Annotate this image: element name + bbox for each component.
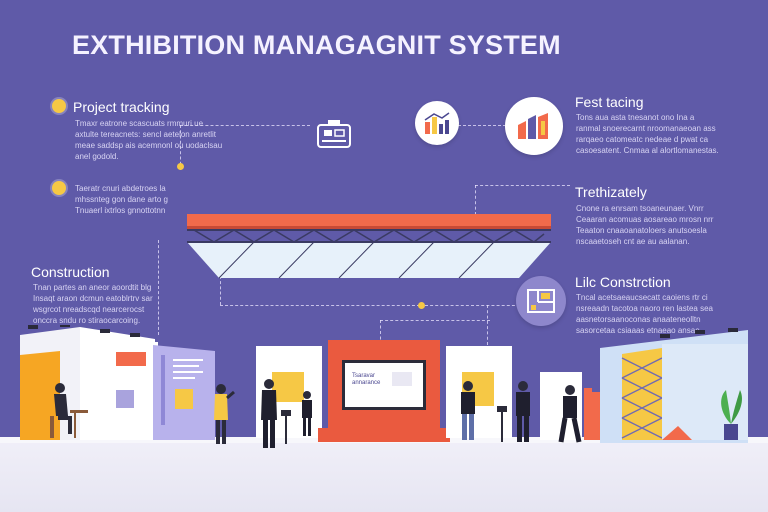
connector-line <box>458 125 506 126</box>
connector-line <box>475 185 570 186</box>
connector-line <box>180 125 181 170</box>
connector-line <box>425 305 520 306</box>
page-title: EXTHIBITION MANAGAGNIT SYSTEM <box>72 30 561 60</box>
man-walking-center <box>461 381 475 440</box>
fest-tracing-label: Fest tacing <box>575 94 644 110</box>
connector-line <box>380 320 490 321</box>
connector-line <box>475 185 476 215</box>
bar-chart-icon <box>415 101 459 145</box>
lilc-construction-label: Lilc Constrction <box>575 274 671 290</box>
connector-line <box>380 320 381 345</box>
construction-text: Tnan partes an aneor aoordtit blg Insaqt… <box>33 283 153 325</box>
connector-line <box>220 305 420 306</box>
stage-screen-text: Tsaravar annarance <box>352 373 381 386</box>
man-walking-right <box>558 385 582 443</box>
project-tracking-label: Project tracking <box>73 99 170 115</box>
right-booth <box>600 328 748 443</box>
fest-tracing-text: Tons aua asta tnesanot ono Ina a ranmal … <box>576 113 719 155</box>
connector-line <box>220 255 221 305</box>
display-panel-left <box>110 342 158 430</box>
main-stage-booth <box>318 340 450 442</box>
truss-canopy <box>187 214 551 279</box>
trethizately-text: Cnone ra enrsam tsoaneunaer. Vnrr Ceaara… <box>576 204 714 246</box>
connector-line <box>180 125 310 126</box>
purple-display-panel <box>153 345 215 440</box>
floorplan-icon <box>516 276 566 326</box>
connector-dot <box>418 302 425 309</box>
man-standing-right <box>516 381 530 442</box>
trethizately-label: Trethizately <box>575 184 647 200</box>
info-stand <box>281 410 291 444</box>
floor <box>0 440 768 512</box>
man-visitor-left <box>261 379 277 448</box>
center-right-booth <box>446 346 512 438</box>
lilc-construction-text: Tncal acetsaeaucsecatt caoiens rtr ci ns… <box>576 293 713 335</box>
project-tracking-text: Tmaxr eatrone scascuats rmmuri ue axtult… <box>75 119 223 161</box>
seated-person <box>50 383 88 438</box>
connector-dot <box>177 163 184 170</box>
project-tracking-dot <box>52 99 66 113</box>
connector-line <box>487 305 488 345</box>
info-stand <box>497 406 507 442</box>
project-tracking-secondary-text: Taeratr cnuri abdetroes la mhssnteg gon … <box>75 184 168 215</box>
child-visitor <box>302 391 312 436</box>
building-chart-icon <box>505 97 563 155</box>
connector-line <box>158 240 159 335</box>
project-tracking-secondary-dot <box>52 181 66 195</box>
booth-kiosk-icon <box>310 112 358 160</box>
construction-label: Construction <box>31 264 110 280</box>
woman-visitor <box>214 384 235 444</box>
